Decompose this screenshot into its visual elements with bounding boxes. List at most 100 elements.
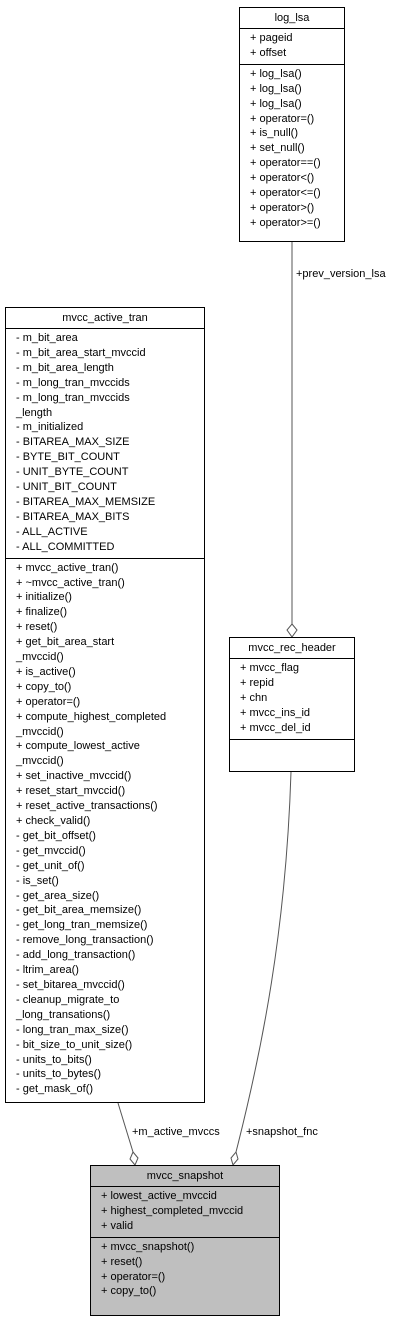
member-item: + repid xyxy=(240,676,274,689)
methods-section xyxy=(230,740,354,776)
member-item: + reset_active_transactions() xyxy=(16,800,158,813)
member-item: + log_lsa() xyxy=(250,82,302,95)
member-item: + mvcc_active_tran() xyxy=(16,561,119,574)
member-item: + operator==() xyxy=(250,157,321,170)
member-item: + copy_to() xyxy=(16,680,72,693)
member-item: - BITAREA_MAX_BITS xyxy=(16,510,130,523)
edge-snapshot-fnc xyxy=(235,771,292,1153)
class-title: mvcc_rec_header xyxy=(230,638,354,659)
attributes-section: + pageid + offset xyxy=(240,29,344,65)
aggregation-diamond-icon xyxy=(129,1151,139,1166)
member-item: + check_valid() xyxy=(16,815,91,827)
member-item: _long_transations() xyxy=(16,1008,111,1021)
member-item: + operator<=() xyxy=(250,187,321,200)
member-item: _mvccid() xyxy=(16,725,64,738)
member-item: + is_null() xyxy=(250,127,298,140)
member-item: - long_tran_max_size() xyxy=(16,1023,129,1036)
class-log-lsa: log_lsa + pageid+ offset + log_lsa()+ lo… xyxy=(239,7,345,242)
member-item: _mvccid() xyxy=(16,755,64,768)
member-item: + mvcc_snapshot() xyxy=(101,1240,195,1253)
member-item: + offset xyxy=(250,46,287,59)
member-item: - ALL_COMMITTED xyxy=(16,540,115,553)
member-item: + operator=() xyxy=(250,112,315,125)
member-item: - get_area_size() xyxy=(16,889,100,902)
member-item: - m_initialized xyxy=(16,421,84,434)
member-item: + mvcc_ins_id xyxy=(240,706,311,719)
member-item: - ALL_ACTIVE xyxy=(16,525,88,538)
methods-section: + mvcc_active_tran() + ~mvcc_active_tran(… xyxy=(6,559,204,1101)
member-item: + log_lsa() xyxy=(250,67,302,80)
member-item: _mvccid() xyxy=(16,651,64,664)
member-item: + lowest_active_mvccid xyxy=(101,1190,217,1202)
member-item: + chn xyxy=(240,691,268,704)
member-item: - BITAREA_MAX_MEMSIZE xyxy=(16,495,156,508)
attributes-section: - m_bit_area - m_bit_area_start_mvccid - m… xyxy=(6,329,204,559)
member-item: - units_to_bits() xyxy=(16,1053,92,1066)
member-item: + ~mvcc_active_tran() xyxy=(16,576,125,589)
member-item: - UNIT_BIT_COUNT xyxy=(16,481,117,494)
edge-m-active-mvccs xyxy=(117,1102,134,1153)
member-item: - m_bit_area_length xyxy=(16,361,114,374)
member-item: - get_unit_of() xyxy=(16,859,85,872)
member-item: - units_to_bytes() xyxy=(16,1068,101,1081)
member-item: + compute_highest_completed xyxy=(16,710,167,723)
edge-label-prev-version-lsa: +prev_version_lsa xyxy=(296,268,386,280)
member-item: - BYTE_BIT_COUNT xyxy=(16,451,120,464)
member-item: + copy_to() xyxy=(101,1285,157,1298)
member-item: - get_long_tran_memsize() xyxy=(16,919,148,932)
edge-label-m-active-mvccs: +m_active_mvccs xyxy=(132,1126,220,1138)
member-item: + reset_start_mvccid() xyxy=(16,785,126,798)
member-item: + reset() xyxy=(16,621,58,634)
member-item: + mvcc_flag xyxy=(240,662,299,674)
member-item: + valid xyxy=(101,1219,134,1232)
member-item: - get_bit_offset() xyxy=(16,829,96,842)
member-item: + set_inactive_mvccid() xyxy=(16,770,132,783)
member-item: - m_bit_area xyxy=(16,332,78,344)
member-item: - get_mvccid() xyxy=(16,844,86,857)
member-item: + operator<() xyxy=(250,172,315,185)
aggregation-diamond-icon xyxy=(286,623,298,638)
methods-section: + mvcc_snapshot() + reset() + operator=() +… xyxy=(91,1238,279,1303)
member-item: + operator>() xyxy=(250,201,315,214)
attributes-section: + mvcc_flag + repid + chn + mvcc_ins_id + mv… xyxy=(230,659,354,740)
member-item: + reset() xyxy=(101,1255,143,1268)
member-item: + finalize() xyxy=(16,606,68,619)
member-item: - UNIT_BYTE_COUNT xyxy=(16,466,129,479)
member-item: + operator=() xyxy=(101,1270,166,1283)
member-item: + set_null() xyxy=(250,142,305,155)
member-item: + compute_lowest_active xyxy=(16,740,140,753)
aggregation-diamond-icon xyxy=(230,1150,239,1167)
methods-section: + log_lsa() + log_lsa() + log_lsa() + opera… xyxy=(240,65,344,234)
class-title: log_lsa xyxy=(240,8,344,29)
member-item: - set_bitarea_mvccid() xyxy=(16,978,125,991)
member-item: + highest_completed_mvccid xyxy=(101,1204,244,1217)
member-item: + operator>=() xyxy=(250,216,321,229)
edge-label-snapshot-fnc: +snapshot_fnc xyxy=(246,1126,318,1138)
member-item: + pageid xyxy=(250,32,293,44)
member-item: - get_bit_area_memsize() xyxy=(16,904,142,917)
class-mvcc-rec-header: mvcc_rec_header + mvcc_flag+ repid+ chn+… xyxy=(229,637,355,772)
member-item: _length xyxy=(16,406,53,419)
member-item: + initialize() xyxy=(16,591,72,604)
class-mvcc-snapshot: mvcc_snapshot + lowest_active_mvccid + hi… xyxy=(90,1165,280,1316)
class-mvcc-active-tran: mvcc_active_tran - m_bit_area- m_bit_are… xyxy=(5,307,205,1103)
class-title: mvcc_snapshot xyxy=(91,1166,279,1187)
member-item: + log_lsa() xyxy=(250,97,302,110)
member-item: - m_long_tran_mvccids xyxy=(16,391,130,404)
attributes-section: + lowest_active_mvccid + highest_complete… xyxy=(91,1187,279,1238)
member-item: - bit_size_to_unit_size() xyxy=(16,1038,133,1051)
member-item: - cleanup_migrate_to xyxy=(16,993,120,1006)
member-item: + is_active() xyxy=(16,665,76,678)
member-item: - ltrim_area() xyxy=(16,964,79,977)
member-item: - m_bit_area_start_mvccid xyxy=(16,346,146,359)
member-item: - remove_long_transaction() xyxy=(16,934,154,947)
member-item: - add_long_transaction() xyxy=(16,949,136,962)
member-item: - BITAREA_MAX_SIZE xyxy=(16,436,130,449)
member-item: - is_set() xyxy=(16,874,59,887)
member-item: + operator=() xyxy=(16,695,81,708)
member-item: + get_bit_area_start xyxy=(16,636,115,649)
member-item: - m_long_tran_mvccids xyxy=(16,376,130,389)
member-item: + mvcc_del_id xyxy=(240,721,311,734)
member-item: - get_mask_of() xyxy=(16,1083,94,1096)
